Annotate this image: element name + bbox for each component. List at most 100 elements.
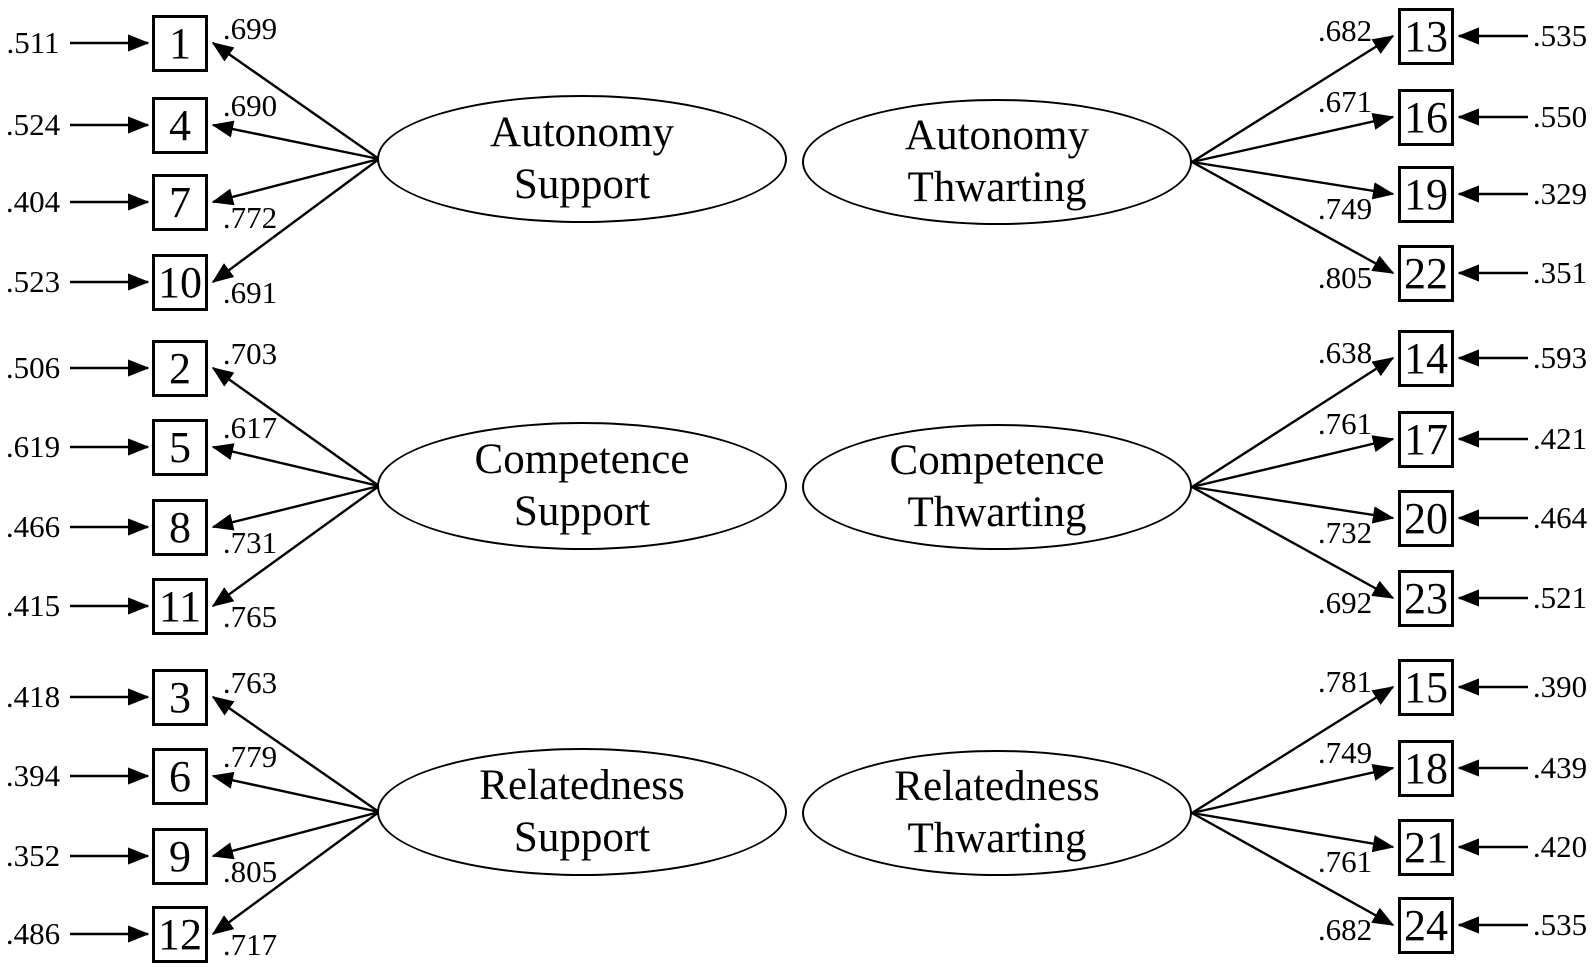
indicator-box-12: 12 (152, 905, 208, 963)
indicator-box-11: 11 (152, 577, 208, 635)
indicator-number: 3 (169, 672, 191, 722)
loading-arrow (1191, 112, 1395, 164)
indicator-number: 13 (1404, 11, 1448, 61)
indicator-number: 7 (169, 177, 191, 227)
loading-arrow (1191, 763, 1395, 815)
indicator-number: 5 (169, 422, 191, 472)
indicator-number: 4 (169, 100, 191, 150)
loading-arrow (1191, 160, 1395, 275)
loading-value: .638 (1317, 335, 1373, 370)
error-variance-value: .506 (5, 350, 61, 385)
loading-value: .703 (222, 336, 278, 371)
indicator-number: 11 (158, 581, 202, 631)
indicator-number: 18 (1404, 743, 1448, 793)
loading-value: .617 (222, 410, 278, 445)
indicator-number: 2 (169, 343, 191, 393)
error-variance-value: .418 (5, 679, 61, 714)
loading-arrow (211, 42, 380, 160)
indicator-box-6: 6 (152, 747, 208, 805)
latent-label-line1: Competence (889, 437, 1105, 485)
loading-value: .732 (1317, 515, 1373, 550)
loading-value: .749 (1317, 191, 1373, 226)
loading-arrow (211, 443, 380, 488)
loading-arrow (1191, 811, 1395, 927)
indicator-number: 20 (1404, 493, 1448, 543)
loading-value: .749 (1317, 735, 1373, 770)
error-variance-value: .593 (1532, 340, 1588, 375)
indicator-box-20: 20 (1398, 489, 1454, 547)
loading-arrow (211, 771, 380, 814)
loading-value: .779 (222, 739, 278, 774)
indicator-number: 21 (1404, 822, 1448, 872)
latent-label-line1: Autonomy (905, 112, 1089, 160)
indicator-box-16: 16 (1398, 88, 1454, 146)
latent-label-line2: Support (513, 488, 651, 535)
loading-value: .781 (1317, 664, 1373, 699)
indicator-number: 23 (1404, 573, 1448, 623)
loading-arrow (1191, 685, 1395, 815)
error-variance-value: .329 (1532, 176, 1588, 211)
indicator-number: 12 (158, 909, 202, 959)
indicator-number: 16 (1404, 92, 1448, 142)
loading-value: .699 (222, 11, 278, 46)
loading-arrow (1191, 34, 1395, 164)
error-variance-value: .524 (5, 107, 61, 142)
indicator-number: 15 (1404, 662, 1448, 712)
loading-arrow (1191, 356, 1395, 489)
error-variance-value: .523 (5, 264, 61, 299)
latent-label-line2: Thwarting (907, 489, 1087, 536)
loading-arrow (211, 158, 380, 283)
latent-label-line1: Relatedness (479, 762, 685, 810)
loading-arrow (1191, 485, 1395, 600)
indicator-number: 19 (1404, 169, 1448, 219)
loading-arrow (211, 810, 380, 860)
indicator-box-10: 10 (152, 253, 208, 311)
indicator-box-24: 24 (1398, 896, 1454, 954)
indicator-box-13: 13 (1398, 7, 1454, 65)
indicator-box-23: 23 (1398, 569, 1454, 627)
indicator-number: 17 (1404, 414, 1448, 464)
error-variance-value: .404 (5, 184, 61, 219)
latent-label-line2: Thwarting (907, 815, 1087, 862)
indicator-box-8: 8 (152, 498, 208, 556)
error-variance-value: .390 (1532, 669, 1588, 704)
loading-value: .691 (222, 275, 278, 310)
loading-value: .682 (1317, 13, 1373, 48)
loading-arrow (1191, 435, 1395, 489)
error-variance-value: .421 (1532, 421, 1588, 456)
error-variance-value: .535 (1532, 907, 1588, 942)
indicator-box-18: 18 (1398, 739, 1454, 797)
indicator-box-3: 3 (152, 668, 208, 726)
latent-label-line1: Relatedness (894, 763, 1100, 811)
error-variance-value: .415 (5, 588, 61, 623)
error-variance-value: .535 (1532, 18, 1588, 53)
error-variance-value: .486 (5, 916, 61, 951)
loading-value: .763 (222, 665, 278, 700)
error-variance-value: .439 (1532, 750, 1588, 785)
indicator-number: 10 (158, 257, 202, 307)
latent-label-line2: Thwarting (907, 164, 1087, 211)
indicator-box-5: 5 (152, 418, 208, 476)
error-variance-value: .466 (5, 509, 61, 544)
loading-value: .772 (222, 200, 278, 235)
error-variance-value: .464 (1532, 500, 1588, 535)
error-variance-value: .521 (1532, 580, 1588, 615)
indicator-box-9: 9 (152, 827, 208, 885)
loading-arrow (211, 811, 380, 935)
loading-arrow (1191, 485, 1395, 524)
loading-arrow (1191, 160, 1395, 200)
error-variance-value: .550 (1532, 99, 1588, 134)
loading-value: .765 (222, 599, 278, 634)
indicator-box-17: 17 (1398, 410, 1454, 468)
indicator-number: 8 (169, 502, 191, 552)
indicator-box-22: 22 (1398, 244, 1454, 302)
loading-arrow (211, 120, 380, 161)
indicator-box-19: 19 (1398, 165, 1454, 223)
